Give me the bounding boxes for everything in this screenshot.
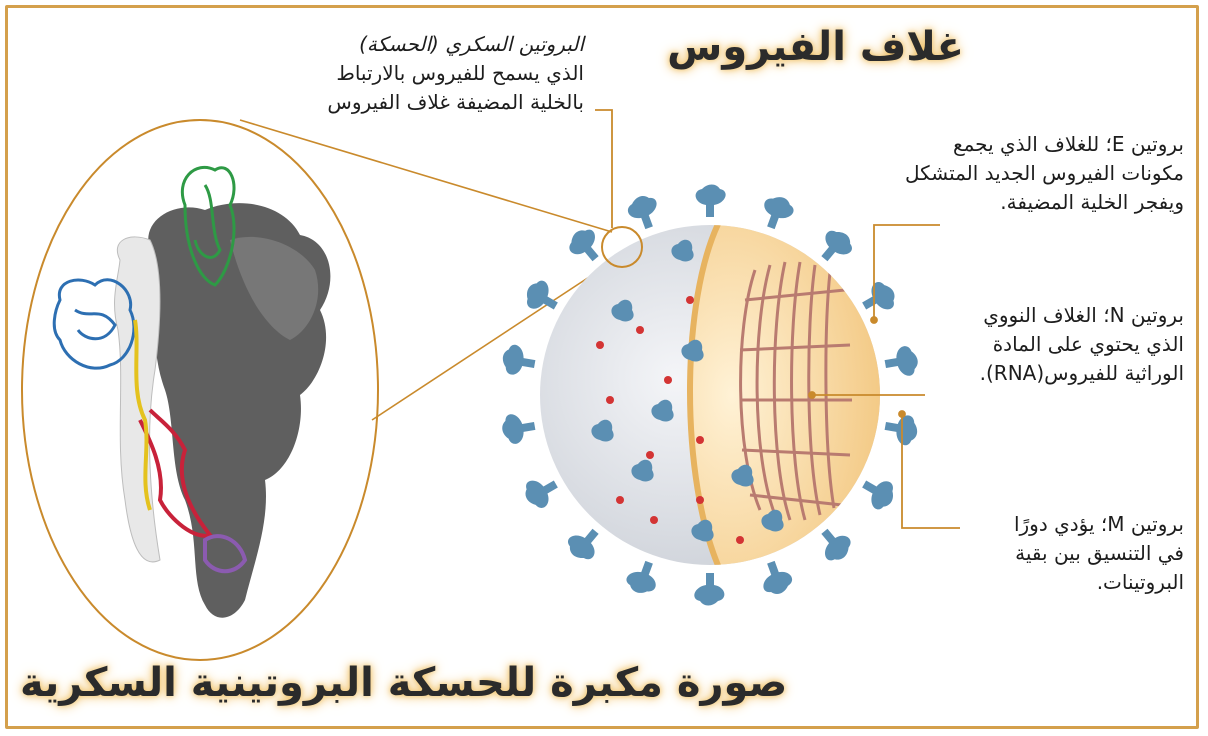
glycoprotein-label-line2: الذي يسمح للفيروس بالارتباط bbox=[254, 59, 584, 88]
protein-m-label-line3: البروتينات. bbox=[924, 568, 1184, 597]
bottom-caption: صورة مكبرة للحسكة البروتينية السكرية bbox=[20, 660, 787, 706]
protein-n-label: بروتين N؛ الغلاف النووي الذي يحتوي على ا… bbox=[884, 301, 1184, 388]
protein-e-label-line1: بروتين E؛ للغلاف الذي يجمع bbox=[824, 130, 1184, 159]
glycoprotein-label-line1: البروتين السكري (الحسكة) bbox=[254, 30, 584, 59]
protein-n-label-line2: الذي يحتوي على المادة bbox=[884, 330, 1184, 359]
protein-m-label-line2: في التنسيق بين بقية bbox=[924, 539, 1184, 568]
glycoprotein-label-line3: بالخلية المضيفة غلاف الفيروس bbox=[254, 88, 584, 117]
protein-n-label-line3: الوراثية للفيروس(RNA). bbox=[884, 359, 1184, 388]
glycoprotein-label: البروتين السكري (الحسكة) الذي يسمح للفير… bbox=[254, 30, 584, 117]
protein-e-label: بروتين E؛ للغلاف الذي يجمع مكونات الفيرو… bbox=[824, 130, 1184, 217]
page-title: غلاف الفيروس bbox=[667, 24, 964, 70]
protein-e-label-line2: مكونات الفيروس الجديد المتشكل bbox=[824, 159, 1184, 188]
protein-m-label: بروتين M؛ يؤدي دورًا في التنسيق بين بقية… bbox=[924, 510, 1184, 597]
protein-m-label-line1: بروتين M؛ يؤدي دورًا bbox=[924, 510, 1184, 539]
protein-n-label-line1: بروتين N؛ الغلاف النووي bbox=[884, 301, 1184, 330]
protein-e-label-line3: ويفجر الخلية المضيفة. bbox=[824, 188, 1184, 217]
